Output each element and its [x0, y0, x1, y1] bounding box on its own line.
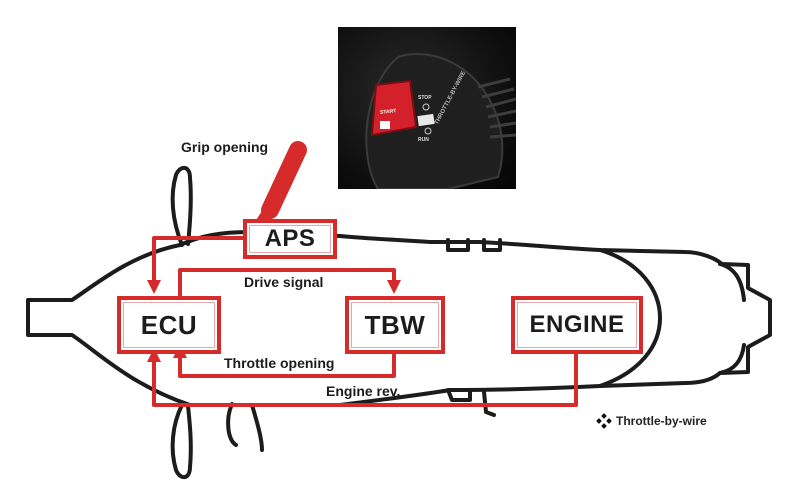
- legend-text: Throttle-by-wire: [616, 414, 707, 428]
- throttle-opening-label: Throttle opening: [224, 355, 335, 371]
- throttle-grip-photo: START STOP RUN THROTTLE-BY-WIRE: [338, 27, 516, 189]
- ecu-label: ECU: [140, 309, 198, 340]
- engine-box: ENGINE: [511, 296, 643, 354]
- photo-stop-label: STOP: [418, 95, 432, 101]
- legend: Throttle-by-wire: [596, 413, 707, 429]
- aps-label: APS: [264, 225, 316, 252]
- tbw-label: TBW: [364, 309, 426, 340]
- grip-opening-label: Grip opening: [181, 139, 269, 155]
- throttle-opening-line: [178, 350, 396, 378]
- arrow-into-tbw: [387, 280, 401, 294]
- engine-rev-line: [152, 350, 578, 407]
- drive-signal-label: Drive signal: [244, 274, 324, 290]
- photo-run-label: RUN: [418, 137, 429, 143]
- tbw-box: TBW: [345, 296, 445, 354]
- aps-box: APS: [243, 219, 337, 259]
- drive-signal-line: [178, 268, 396, 300]
- diamond-dots-icon: [596, 413, 612, 429]
- arrow-into-ecu-bottom-left: [147, 348, 161, 362]
- aps-to-ecu-line: [152, 236, 245, 282]
- grip-switch-illustration: [365, 52, 516, 189]
- engine-label: ENGINE: [529, 311, 625, 338]
- ecu-box: ECU: [117, 296, 221, 354]
- arrow-into-ecu-top: [147, 280, 161, 294]
- engine-rev-label: Engine rev.: [326, 383, 401, 399]
- grip-lever: [256, 141, 307, 228]
